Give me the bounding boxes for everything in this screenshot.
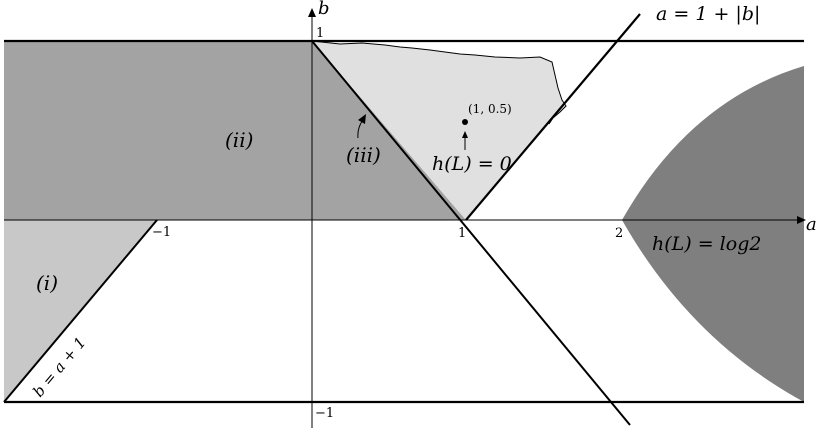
point-label: (1, 0.5): [468, 102, 512, 116]
tick-b-minus-1: −1: [315, 406, 334, 421]
line-a-equals-1-plus-abs-b: [465, 13, 641, 221]
region-hL-log2: [622, 66, 804, 402]
a-axis-arrow: [797, 216, 806, 224]
tick-a-2: 2: [615, 226, 623, 241]
hL-zero-label: h(L) = 0: [432, 153, 512, 175]
region-ii-label: (ii): [225, 128, 253, 152]
b-axis-label: b: [318, 0, 330, 19]
region-iii-label: (iii): [346, 143, 381, 167]
b-axis-arrow: [308, 8, 316, 17]
line-b-equals-1-minus-a: [311, 40, 631, 426]
a-axis-label: a: [806, 214, 817, 235]
tick-b-1: 1: [316, 26, 324, 41]
tick-a-1: 1: [458, 226, 466, 241]
line-a-equals-1-plus-abs-b-label: a = 1 + |b|: [656, 3, 760, 25]
line-b-equals-a-plus-1: [3, 219, 158, 403]
hL-log2-label: h(L) = log2: [652, 233, 761, 255]
region-i-label: (i): [36, 271, 58, 295]
point-1-0.5: [462, 119, 468, 125]
tick-a-minus-1: −1: [152, 225, 171, 240]
point-arrow-head: [462, 131, 468, 138]
region-iii-arrow-head: [358, 114, 366, 124]
